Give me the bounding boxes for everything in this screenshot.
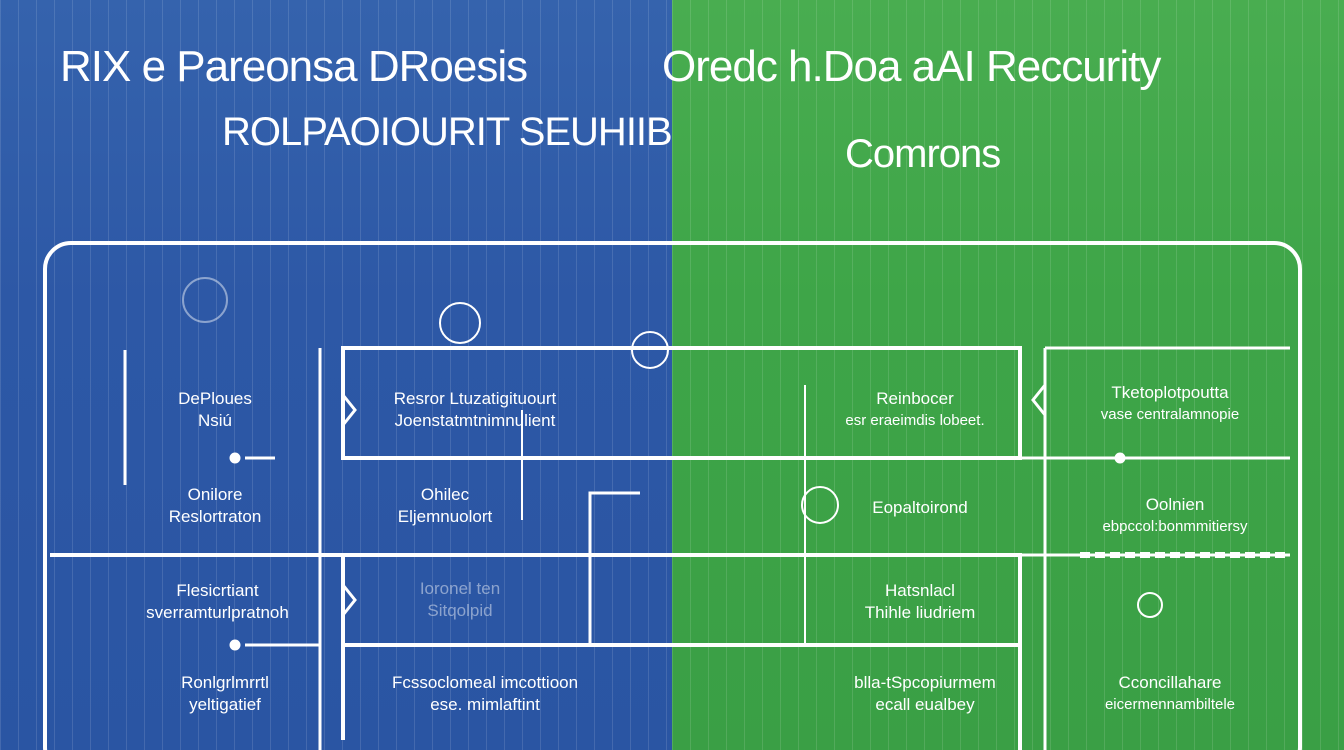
title-left: RIX e Pareonsa DRoesis	[60, 42, 528, 91]
brain-icon	[801, 486, 839, 524]
gear-icon	[631, 331, 669, 369]
subtitle-right: Comrons	[845, 132, 1001, 176]
subtitle-left: ROLPAOIOURIT SEUHIIB	[222, 110, 673, 154]
blue-half-background	[0, 0, 672, 750]
green-half-background	[672, 0, 1344, 750]
outer-frame	[43, 241, 1302, 750]
globe-icon	[1137, 592, 1163, 618]
center-right-item-2: Eopaltoirond	[872, 498, 968, 517]
robot-icon	[439, 302, 481, 344]
title-right: Oredc h.Doa aAI Reccurity	[662, 42, 1161, 91]
shield-icon	[182, 277, 228, 323]
